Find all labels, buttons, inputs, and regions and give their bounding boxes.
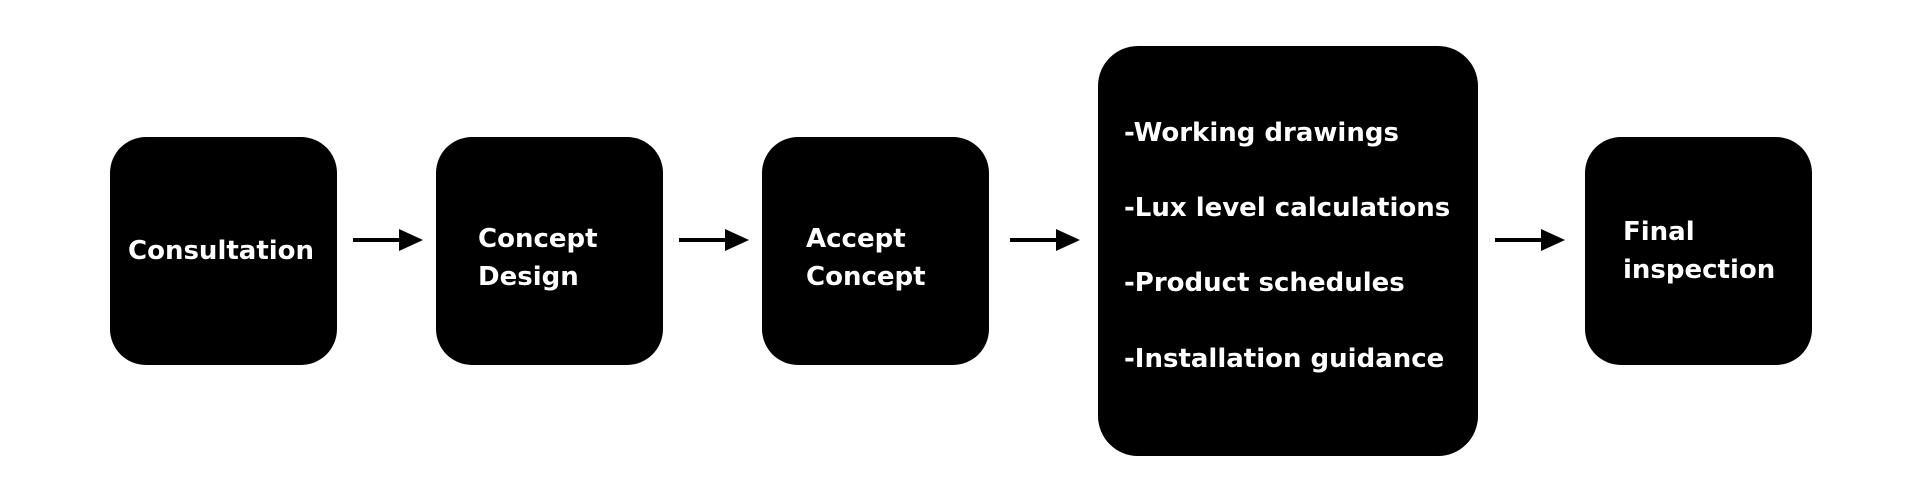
step-final-inspection-box: Final inspection	[1585, 137, 1812, 365]
step-accept-concept-label: Accept Concept	[806, 224, 926, 292]
right-arrow-icon	[353, 225, 423, 255]
step-concept-design-box: Concept Design	[436, 137, 663, 365]
step-consultation-label: Consultation	[128, 236, 315, 266]
step-concept-design-label: Concept Design	[478, 224, 598, 292]
deliverable-item: -Working drawings	[1124, 118, 1399, 148]
right-arrow-icon	[679, 225, 749, 255]
right-arrow-icon	[1010, 225, 1080, 255]
step-final-inspection-label: Final inspection	[1623, 217, 1776, 285]
right-arrow-icon	[1495, 225, 1565, 255]
deliverable-item: -Product schedules	[1124, 268, 1405, 298]
deliverable-item: -Installation guidance	[1124, 344, 1445, 374]
step-accept-concept-box: Accept Concept	[762, 137, 989, 365]
deliverable-item: -Lux level calculations	[1124, 193, 1451, 223]
step-consultation-box: Consultation	[110, 137, 337, 365]
step-deliverables-box: -Working drawings -Lux level calculation…	[1098, 46, 1478, 456]
